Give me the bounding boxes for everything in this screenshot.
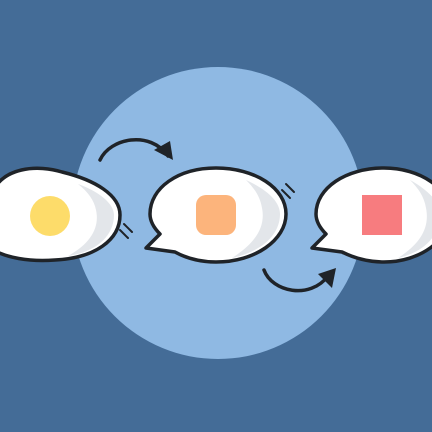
speech-bubble-rounded-square-icon (144, 166, 295, 264)
speech-bubble-square-icon (310, 166, 432, 264)
yellow-circle (30, 196, 70, 236)
curved-arrow-icon-bottom (262, 268, 336, 293)
curved-arrow-icon-top (98, 138, 173, 162)
orange-rounded-square (196, 195, 236, 235)
red-square (362, 195, 402, 235)
speech-bubble-circle-icon (0, 166, 133, 263)
